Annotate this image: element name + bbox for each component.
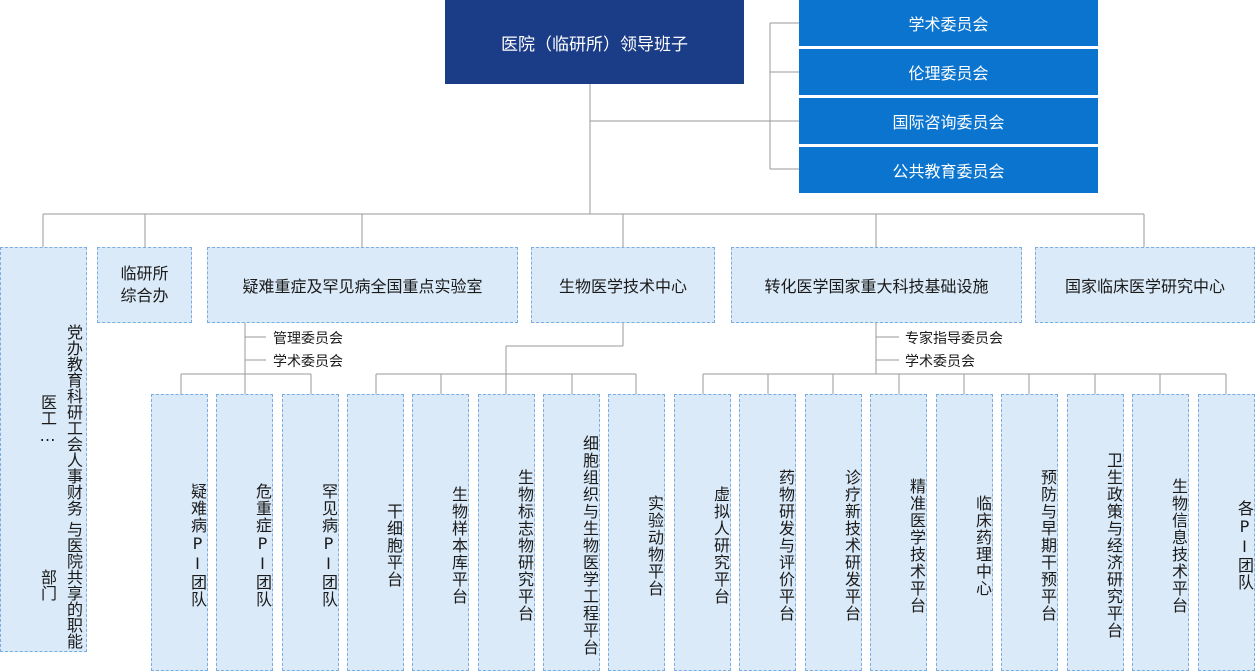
translational-expert-committee: 专家指导委员会 — [905, 331, 1003, 347]
clinical-pharmacology-center: 临床药理中心 — [936, 394, 993, 671]
translational-medicine-facility: 转化医学国家重大科技基础设施 — [731, 247, 1022, 323]
institute-general-office-label: 临研所综合办 — [120, 264, 169, 305]
team-critical-illness: 危重症PI团队 — [216, 394, 273, 671]
institute-general-office: 临研所综合办 — [97, 247, 192, 323]
platform-drug-development: 药物研发与评价平台 — [739, 394, 796, 671]
committee-international: 国际咨询委员会 — [799, 98, 1098, 144]
platform-bioinformatics: 生物信息技术平台 — [1132, 394, 1189, 671]
platform-stem-cell: 干细胞平台 — [347, 394, 404, 671]
lab-academic-committee: 学术委员会 — [273, 354, 343, 370]
platform-early-intervention: 预防与早期干预平台 — [1001, 394, 1058, 671]
team-all-pi: 各PI团队 — [1198, 394, 1255, 671]
state-key-laboratory: 疑难重症及罕见病全国重点实验室 — [207, 247, 518, 323]
platform-virtual-human: 虚拟人研究平台 — [674, 394, 731, 671]
platform-biomarker: 生物标志物研究平台 — [478, 394, 535, 671]
national-clinical-research-center: 国家临床医学研究中心 — [1035, 247, 1255, 323]
platform-precision-medicine: 精准医学技术平台 — [870, 394, 927, 671]
platform-health-policy: 卫生政策与经济研究平台 — [1067, 394, 1124, 671]
committee-ethics: 伦理委员会 — [799, 49, 1098, 95]
translational-academic-committee: 学术委员会 — [905, 354, 975, 370]
side-dept-line2: 与医院共享的职能部门 — [38, 521, 83, 650]
platform-new-diagnosis-tech: 诊疗新技术研发平台 — [805, 394, 862, 671]
platform-cell-tissue-engineering: 细胞组织与生物医学工程平台 — [543, 394, 600, 671]
platform-lab-animal: 实验动物平台 — [608, 394, 665, 671]
biomedical-technology-center: 生物医学技术中心 — [531, 247, 715, 323]
shared-functional-departments: 党办教育科研工会人事财务医工… 与医院共享的职能部门 — [0, 247, 87, 652]
team-difficult-disease: 疑难病PI团队 — [151, 394, 208, 671]
leadership-box: 医院（临研所）领导班子 — [445, 0, 744, 84]
committee-academic: 学术委员会 — [799, 0, 1098, 46]
committee-public-education: 公共教育委员会 — [799, 147, 1098, 193]
team-rare-disease: 罕见病PI团队 — [282, 394, 339, 671]
platform-biobank: 生物样本库平台 — [412, 394, 469, 671]
lab-management-committee: 管理委员会 — [273, 331, 343, 347]
side-dept-line1: 党办教育科研工会人事财务医工… — [38, 323, 83, 516]
